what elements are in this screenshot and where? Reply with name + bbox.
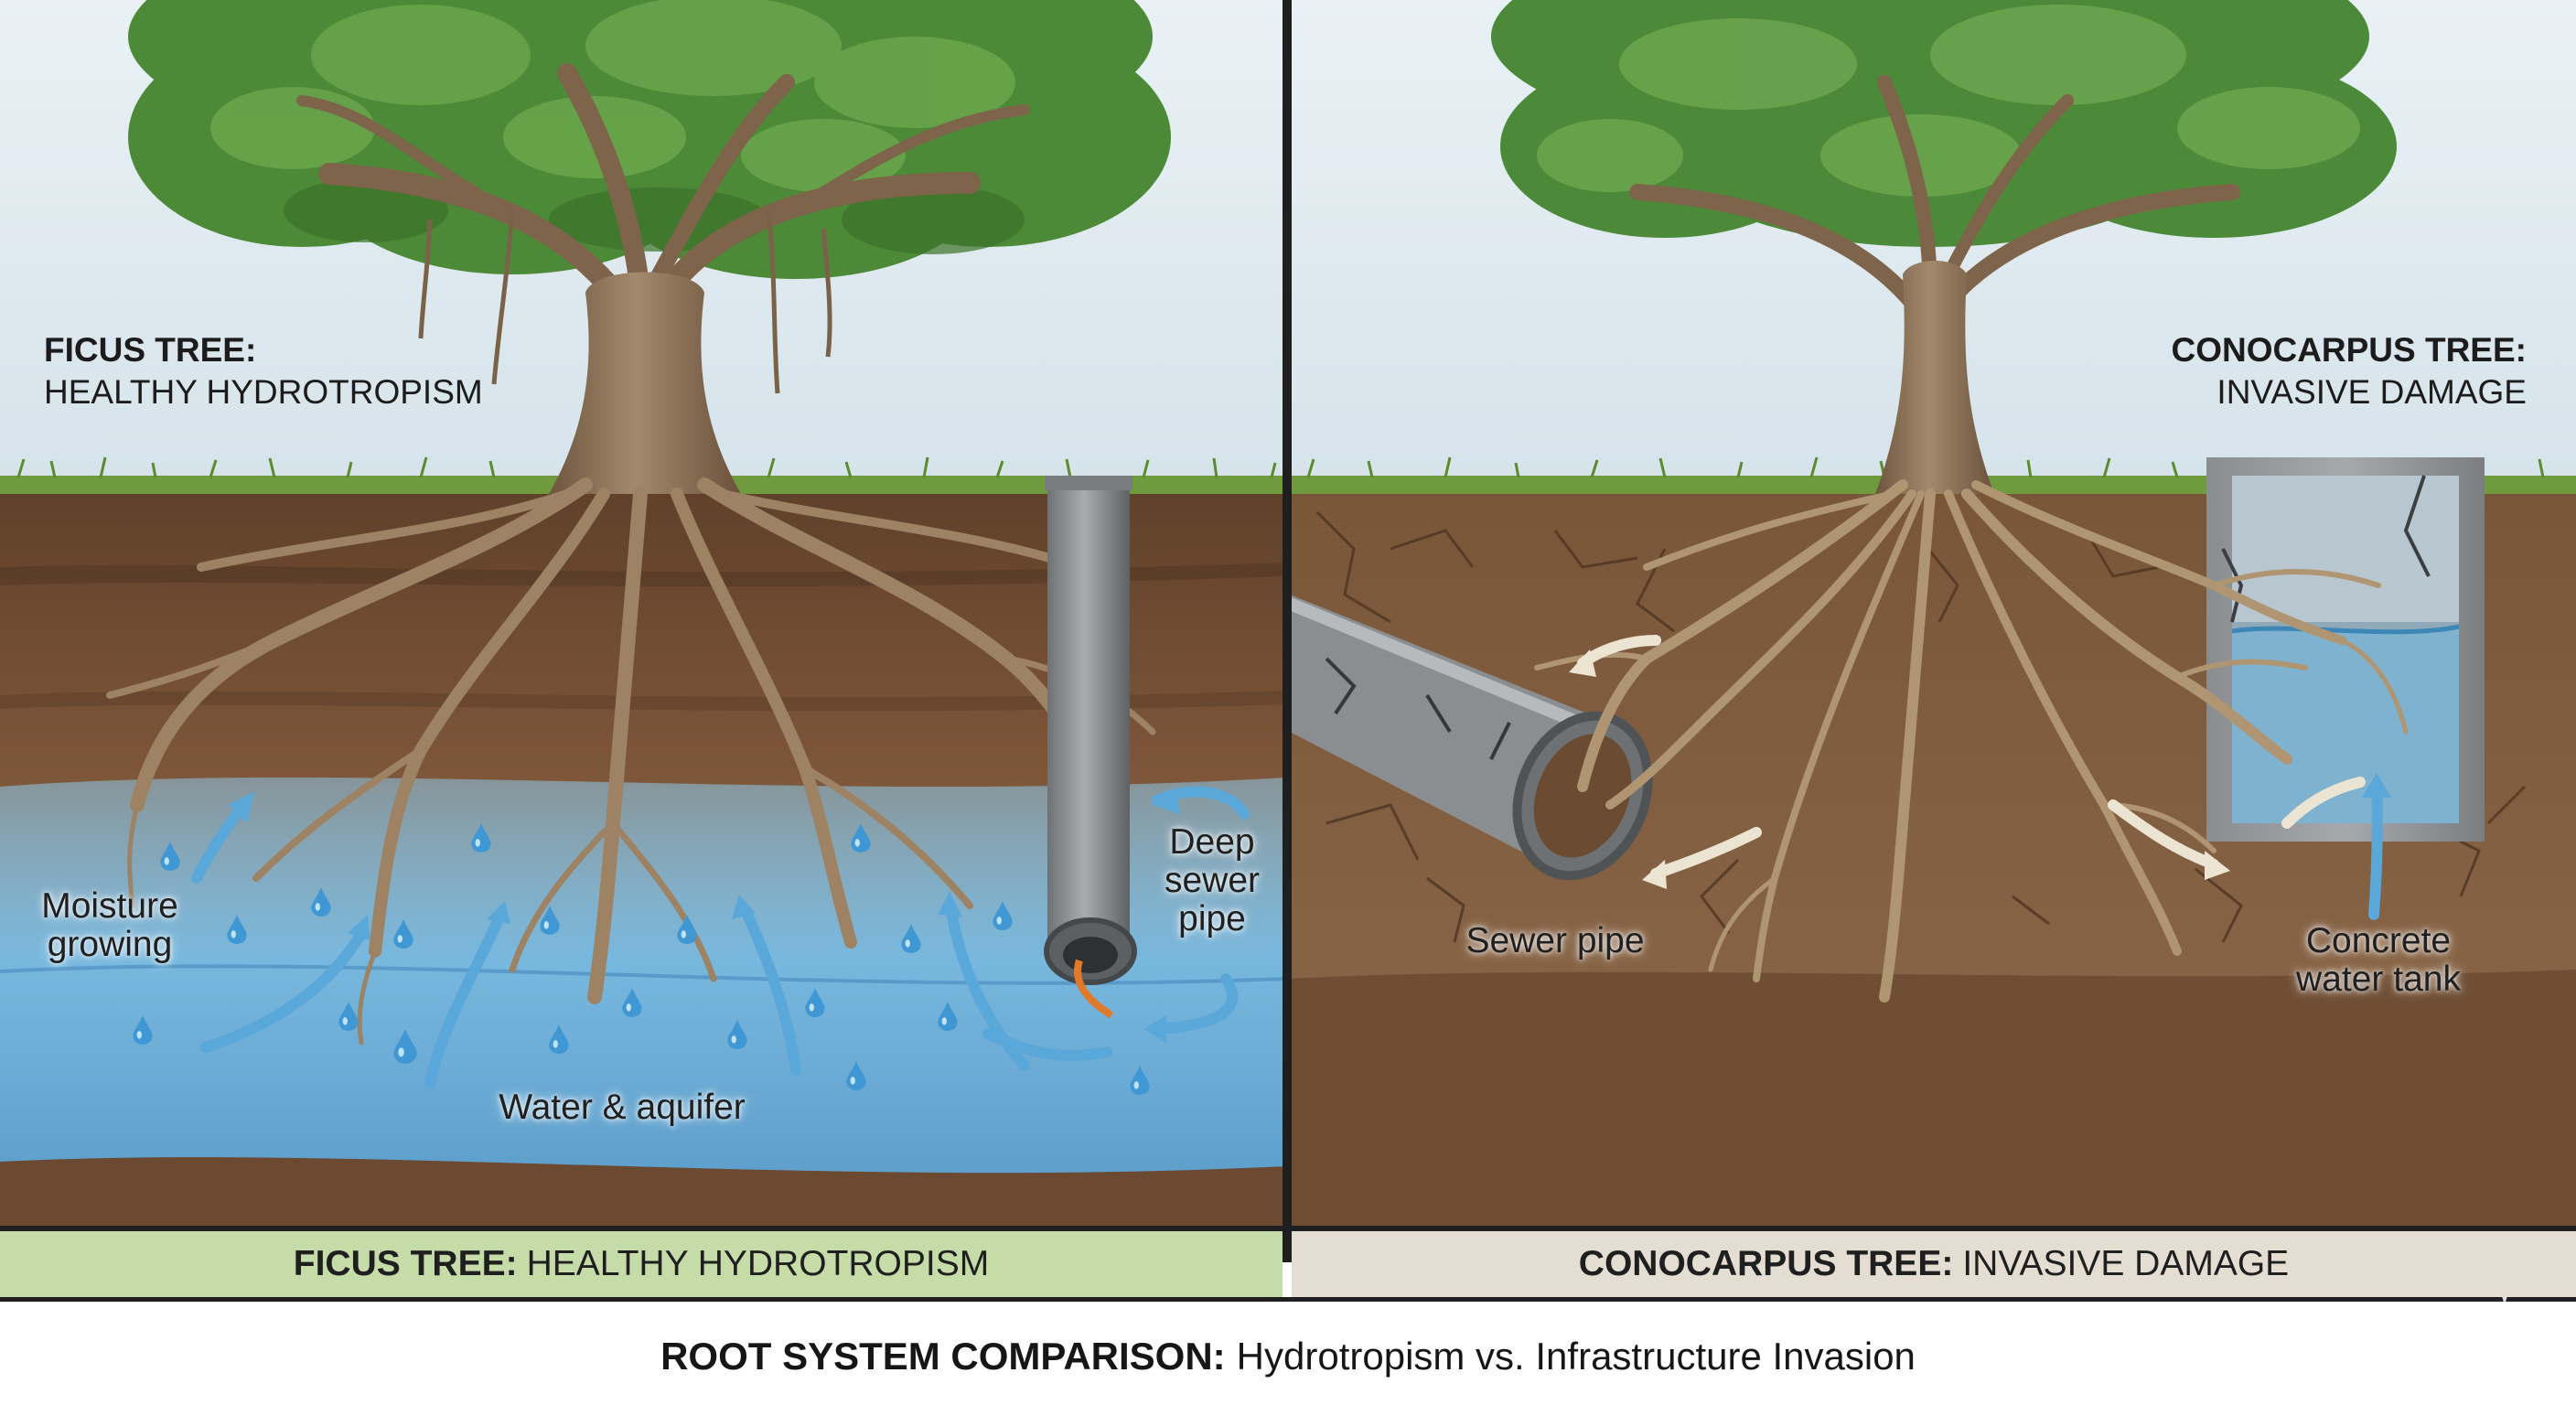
right-band-text: INVASIVE DAMAGE (1962, 1244, 2290, 1283)
moisture-line-1: Moisture (41, 886, 178, 926)
footer-caption: ROOT SYSTEM COMPARISON: Hydrotropism vs.… (0, 1306, 2576, 1405)
left-title-bold: FICUS TREE: (44, 331, 257, 369)
footer-bold: ROOT SYSTEM COMPARISON: (660, 1335, 1226, 1378)
sewer-pipe (1287, 595, 1653, 881)
conocarpus-trunk (1875, 261, 1994, 494)
tank-line-2: water tank (2296, 960, 2461, 999)
aquifer (0, 778, 1286, 1180)
ficus-trunk (549, 272, 741, 494)
sewer-line-2: sewer (1164, 861, 1261, 900)
footer-text: Hydrotropism vs. Infrastructure Invasion (1236, 1335, 1916, 1378)
tank-line-1: Concrete (2305, 921, 2452, 960)
conocarpus-roots (1534, 479, 2409, 1003)
left-band-bold: FICUS TREE: (293, 1244, 518, 1283)
left-band-text: HEALTHY HYDROTROPISM (526, 1244, 990, 1283)
left-title-sub: HEALTHY HYDROTROPISM (44, 373, 483, 411)
deep-sewer-pipe (1044, 476, 1137, 1019)
sewer-line-1: Deep (1169, 822, 1255, 862)
left-panel-title: FICUS TREE: HEALTHY HYDROTROPISM (44, 329, 483, 413)
panel-divider (1283, 0, 1292, 1262)
left-panel-scene (0, 0, 1287, 1228)
left-caption-band: FICUS TREE: HEALTHY HYDROTROPISM (0, 1231, 1283, 1297)
moisture-growing-label: Moisture growing (27, 887, 192, 964)
right-title-bold: CONOCARPUS TREE: (2171, 331, 2527, 369)
right-band-bold: CONOCARPUS TREE: (1578, 1244, 1954, 1283)
moisture-line-2: growing (47, 925, 173, 964)
concrete-water-tank (2206, 457, 2485, 842)
deep-sewer-pipe-label: Deep sewer pipe (1143, 823, 1281, 938)
concrete-water-tank-label: Concrete water tank (2269, 922, 2488, 999)
up-arrow-icon (191, 786, 1250, 1089)
right-caption-band: CONOCARPUS TREE: INVASIVE DAMAGE (1292, 1231, 2576, 1297)
right-panel-scene (1287, 0, 2576, 1228)
right-title-sub: INVASIVE DAMAGE (2216, 373, 2527, 411)
water-aquifer-label: Water & aquifer (499, 1088, 746, 1127)
up-arrow-icon-tank (2368, 781, 2383, 920)
sewer-pipe-label: Sewer pipe (1465, 921, 1645, 960)
right-panel-title: CONOCARPUS TREE: INVASIVE DAMAGE (2171, 329, 2527, 413)
sewer-line-3: pipe (1178, 899, 1246, 938)
